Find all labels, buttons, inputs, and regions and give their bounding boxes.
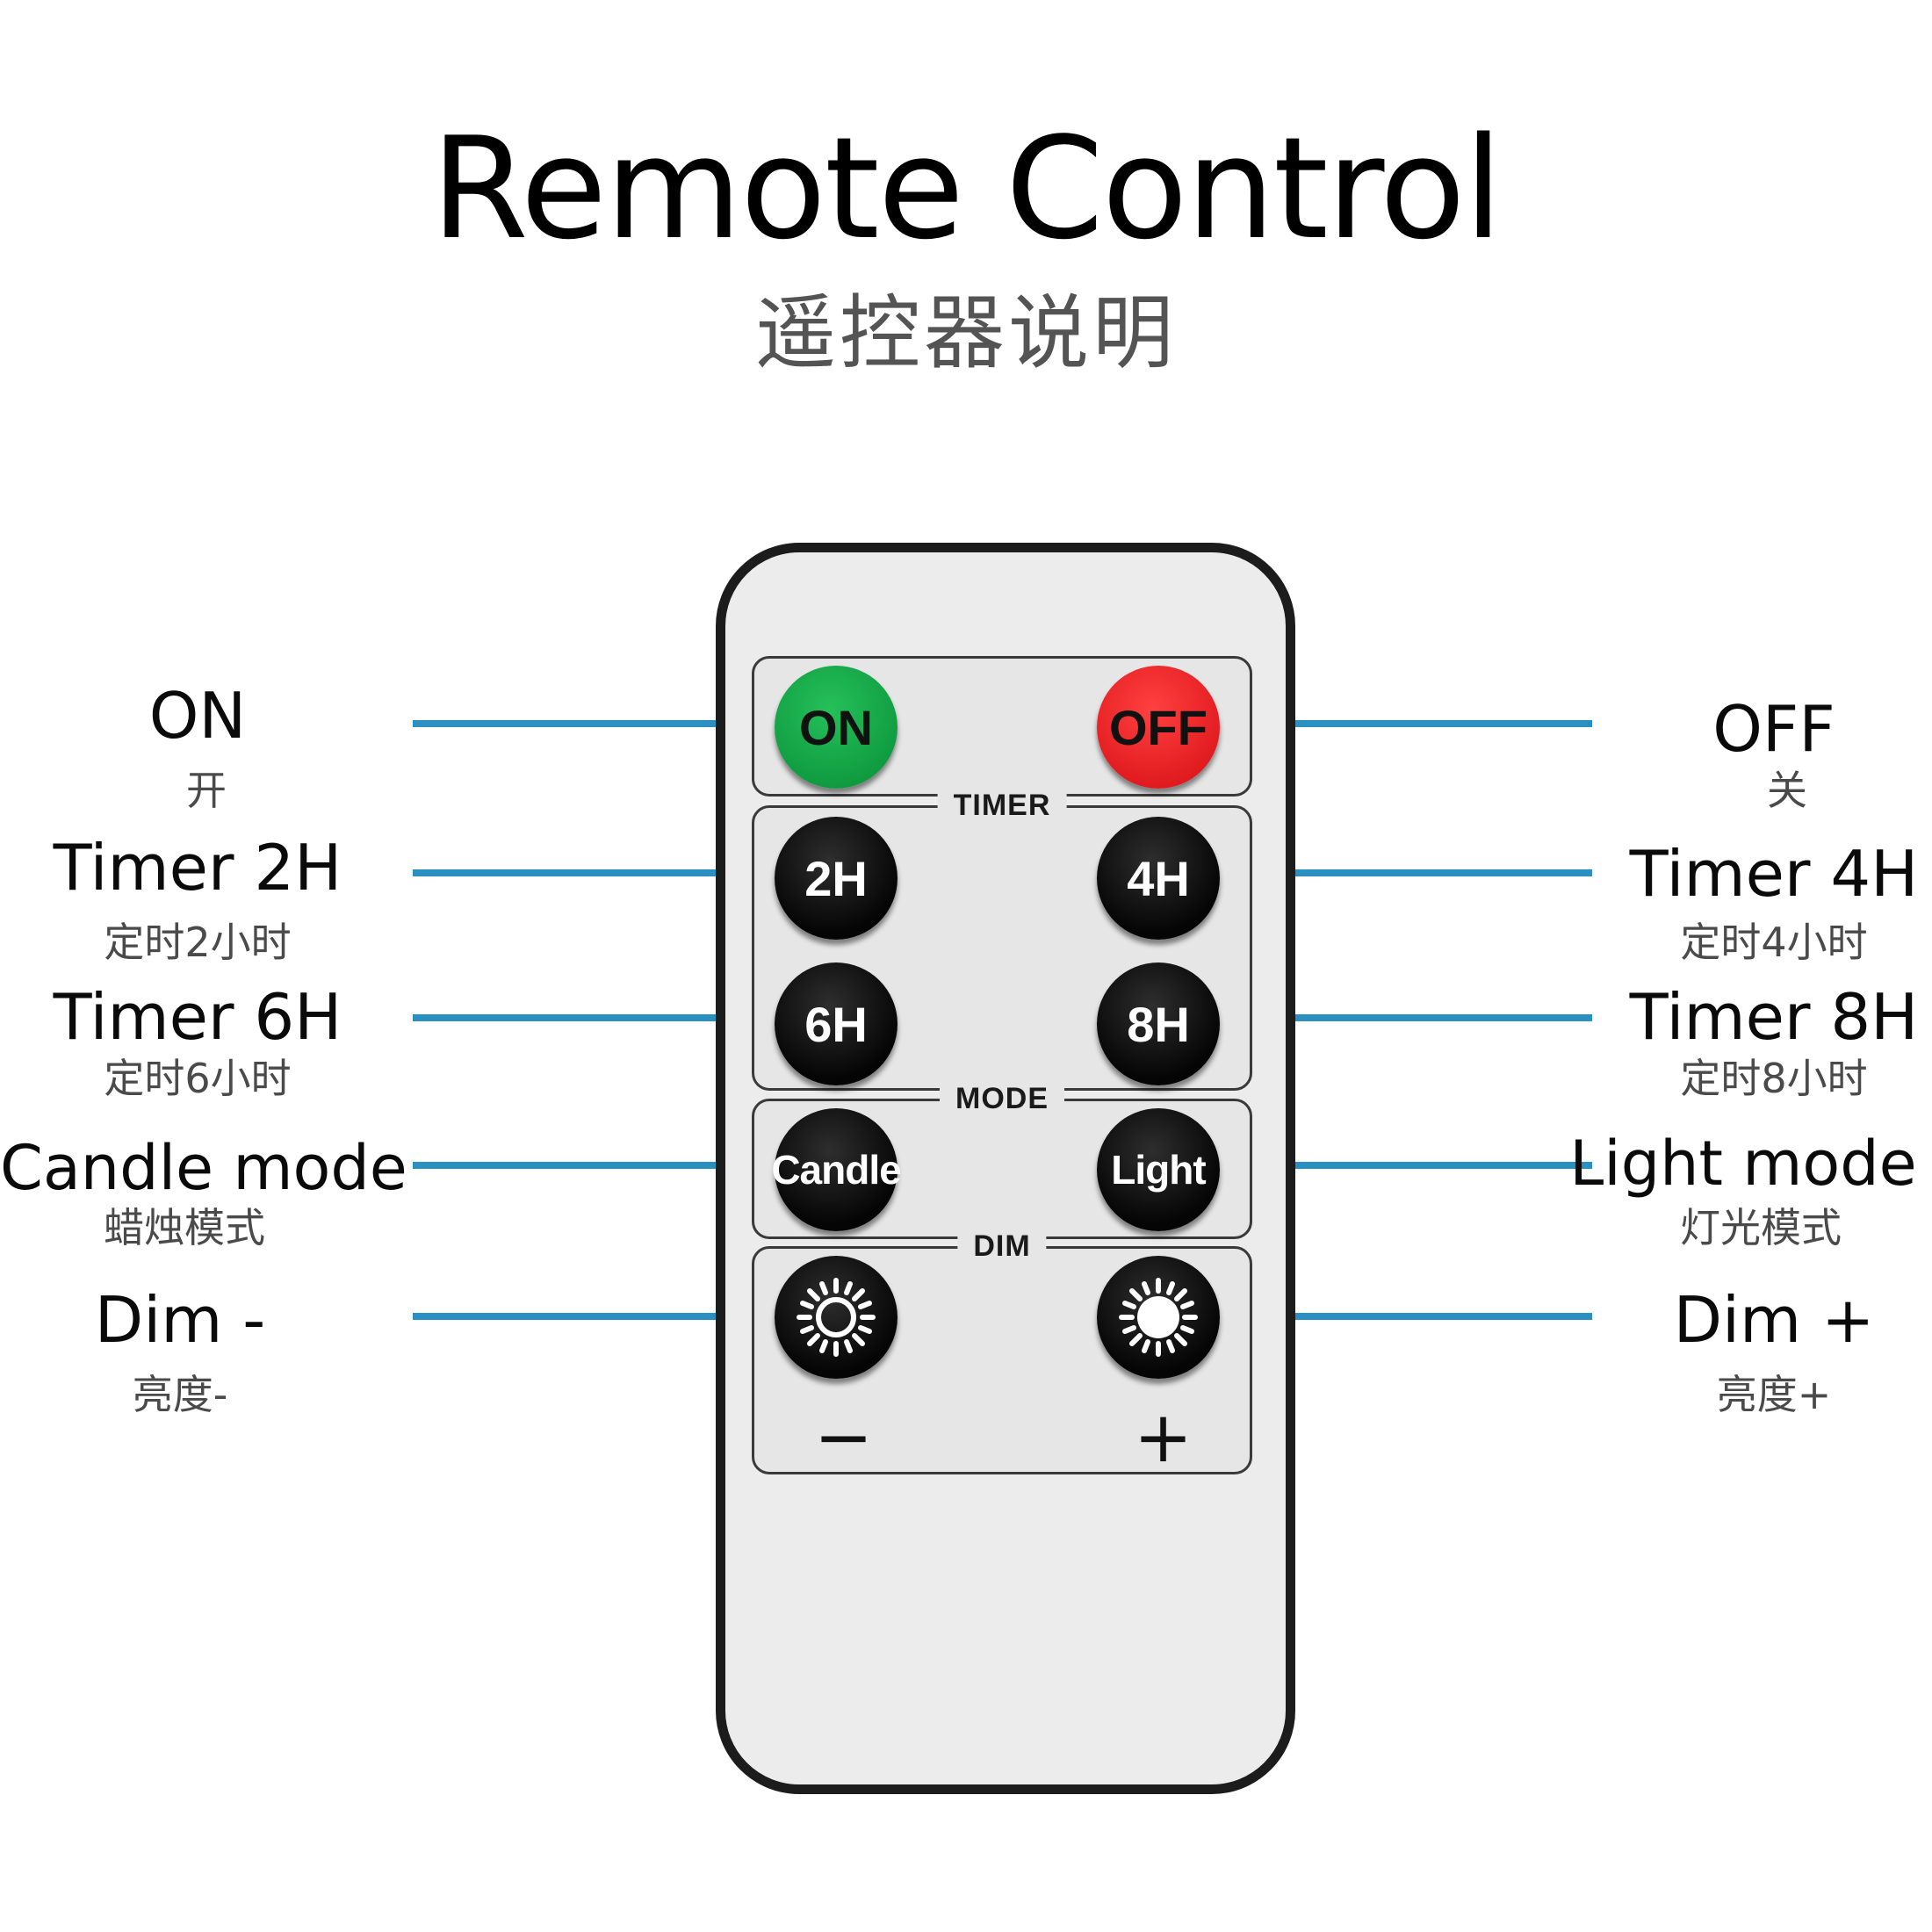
label-off-cn: 关 xyxy=(1767,767,1807,814)
sun-filled-icon xyxy=(1119,1278,1198,1357)
off-button-label: OFF xyxy=(1109,699,1208,755)
power-panel: ON OFF xyxy=(752,656,1252,797)
connector-line-light-mode xyxy=(1236,1162,1592,1169)
page-title: Remote Control xyxy=(430,106,1503,270)
dim-panel: DIM xyxy=(752,1229,1252,1478)
label-candle-mode: Candle mode xyxy=(0,1132,407,1204)
label-dim-plus: Dim + xyxy=(1673,1283,1875,1357)
label-light-mode-cn: 灯光模式 xyxy=(1680,1204,1842,1251)
page-subtitle: 遥控器说明 xyxy=(754,286,1177,380)
label-on: ON xyxy=(148,679,247,753)
label-off: OFF xyxy=(1712,692,1835,766)
timer-8h-button[interactable]: 8H xyxy=(1097,962,1220,1085)
label-on-cn: 开 xyxy=(186,767,227,814)
connector-line-candle-mode xyxy=(413,1162,771,1169)
timer-panel-label: TIMER xyxy=(937,789,1067,823)
connector-line-off xyxy=(1236,720,1592,727)
light-mode-button[interactable]: Light xyxy=(1097,1108,1220,1231)
connector-line-timer-2h xyxy=(413,869,771,876)
timer-6h-button-label: 6H xyxy=(804,996,868,1052)
label-dim-plus-cn: 亮度+ xyxy=(1716,1371,1832,1418)
timer-2h-button[interactable]: 2H xyxy=(775,817,898,940)
candle-mode-button-label: Candle xyxy=(771,1147,901,1193)
timer-4h-button-label: 4H xyxy=(1127,850,1190,906)
connector-line-timer-8h xyxy=(1236,1014,1592,1021)
label-timer-6h-cn: 定时6小时 xyxy=(104,1055,292,1102)
timer-panel: TIMER 2H 4H 6H 8H xyxy=(752,789,1252,1091)
label-light-mode: Light mode xyxy=(1569,1128,1917,1200)
dim-minus-sign: − xyxy=(814,1396,874,1478)
label-timer-2h: Timer 2H xyxy=(53,831,342,905)
light-mode-button-label: Light xyxy=(1111,1147,1206,1193)
label-candle-mode-cn: 蜡烛模式 xyxy=(104,1204,265,1251)
timer-4h-button[interactable]: 4H xyxy=(1097,817,1220,940)
timer-6h-button[interactable]: 6H xyxy=(775,962,898,1085)
dim-plus-sign: + xyxy=(1134,1396,1193,1478)
label-timer-2h-cn: 定时2小时 xyxy=(104,919,292,966)
connector-line-dim-minus xyxy=(413,1313,771,1320)
label-timer-4h-cn: 定时4小时 xyxy=(1680,919,1868,966)
mode-panel-label: MODE xyxy=(940,1082,1064,1116)
connector-line-timer-4h xyxy=(1236,869,1592,876)
timer-8h-button-label: 8H xyxy=(1127,996,1190,1052)
label-timer-4h: Timer 4H xyxy=(1629,837,1919,911)
connector-line-timer-6h xyxy=(413,1014,771,1021)
label-timer-8h: Timer 8H xyxy=(1629,980,1919,1054)
on-button[interactable]: ON xyxy=(775,666,898,789)
connector-line-on xyxy=(413,720,771,727)
remote-control-body: ON OFF TIMER 2H 4H 6H 8H MODE Candle Lig… xyxy=(716,543,1295,1794)
connector-line-dim-plus xyxy=(1236,1313,1592,1320)
candle-mode-button[interactable]: Candle xyxy=(771,1108,902,1231)
dim-plus-button[interactable] xyxy=(1097,1256,1220,1379)
on-button-label: ON xyxy=(799,699,873,755)
dim-minus-button[interactable] xyxy=(775,1256,898,1379)
dim-panel-label: DIM xyxy=(957,1229,1047,1264)
sun-outline-icon xyxy=(797,1278,876,1357)
mode-panel: MODE Candle Light xyxy=(752,1082,1252,1239)
label-timer-6h: Timer 6H xyxy=(53,980,342,1054)
label-dim-minus-cn: 亮度- xyxy=(132,1371,228,1418)
off-button[interactable]: OFF xyxy=(1097,666,1220,789)
label-dim-minus: Dim - xyxy=(94,1283,266,1357)
label-timer-8h-cn: 定时8小时 xyxy=(1680,1055,1868,1102)
timer-2h-button-label: 2H xyxy=(804,850,868,906)
